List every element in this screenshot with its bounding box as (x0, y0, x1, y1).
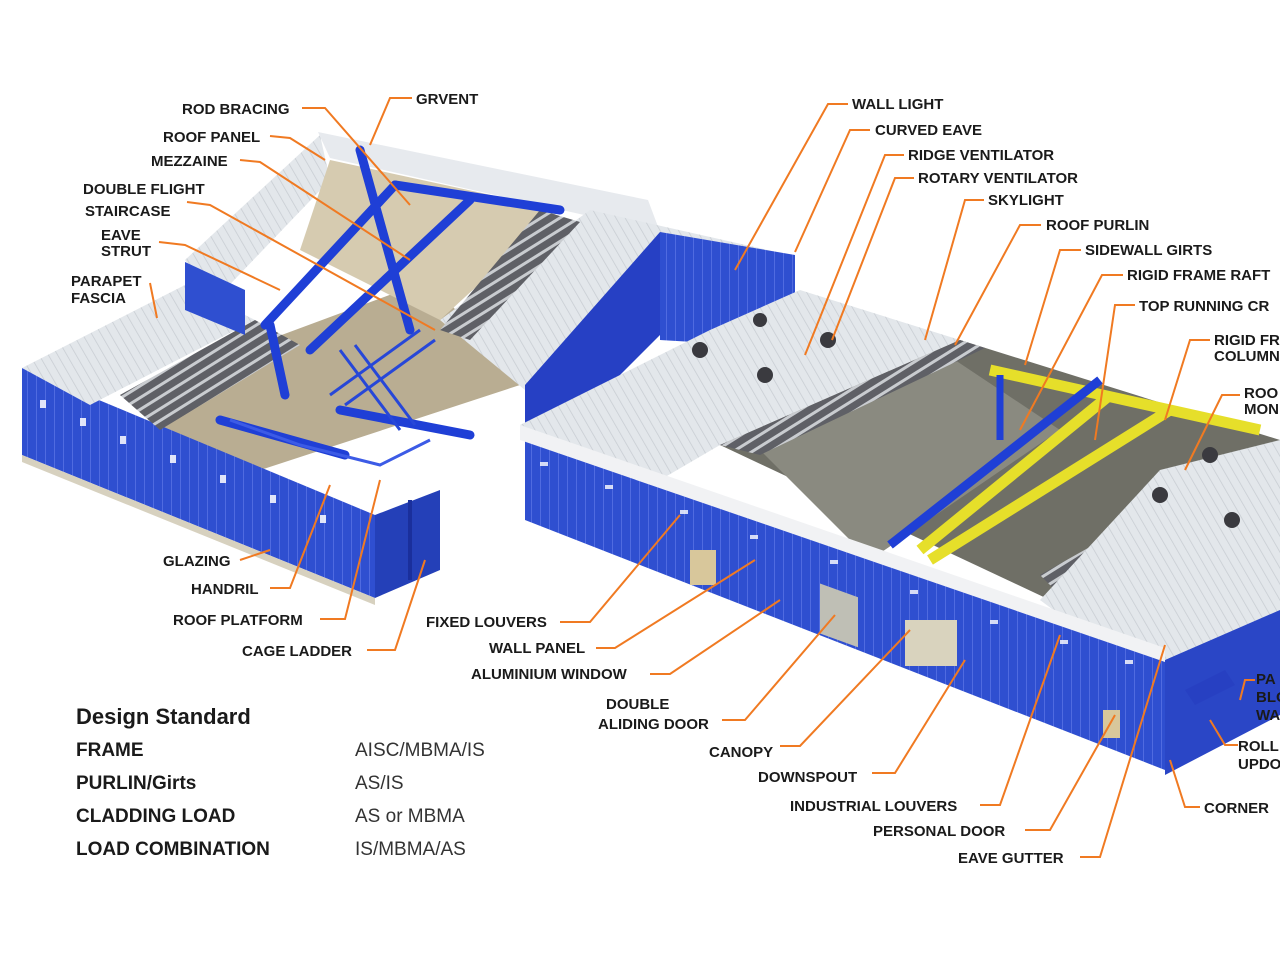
standard-value: AS/IS (355, 773, 404, 794)
right-purlins (720, 340, 985, 455)
label-wall-panel: WALL PANEL (489, 640, 585, 657)
label-roof-panel: ROOF PANEL (163, 129, 260, 146)
label-updo: UPDO (1238, 756, 1280, 773)
label-roof-platform: ROOF PLATFORM (173, 612, 303, 629)
ridge-vent (318, 132, 660, 232)
label-aluminium-window: ALUMINIUM WINDOW (471, 666, 628, 683)
staircase (329, 328, 436, 431)
label-skylight: SKYLIGHT (988, 192, 1064, 209)
label-rod-bracing: ROD BRACING (182, 101, 290, 118)
standard-row: PURLIN/Girts AS/IS (76, 773, 556, 806)
left-end-wall (375, 490, 440, 598)
canopy-door (905, 620, 957, 666)
label-mon: MON (1244, 401, 1279, 418)
label-downspout: DOWNSPOUT (758, 769, 857, 786)
left-high-wall (185, 262, 245, 335)
label-fascia: FASCIA (71, 290, 126, 307)
label-blo: BLO (1256, 689, 1280, 706)
callout-labels: ROD BRACING GRVENT ROOF PANEL MEZZAINE D… (71, 91, 1280, 867)
rigid-frame-rafter (887, 376, 1103, 549)
label-eave-gutter: EAVE GUTTER (958, 850, 1064, 867)
design-standard-title: Design Standard (76, 704, 251, 729)
label-industrial-louvers: INDUSTRIAL LOUVERS (790, 798, 957, 815)
right-roof (520, 290, 960, 480)
label-roof-purlin: ROOF PURLIN (1046, 217, 1149, 234)
standard-key: FRAME (76, 740, 144, 761)
label-handril: HANDRIL (191, 581, 259, 598)
standard-row: FRAME AISC/MBMA/IS (76, 740, 556, 773)
standard-value: AS or MBMA (355, 806, 465, 827)
standard-value: AISC/MBMA/IS (355, 740, 485, 761)
label-aliding-door: ALIDING DOOR (598, 716, 709, 733)
label-personal-door: PERSONAL DOOR (873, 823, 1005, 840)
design-standard-table: Design Standard FRAME AISC/MBMA/IS PURLI… (76, 704, 556, 872)
right-end-wall (1165, 610, 1280, 775)
label-corner: CORNER (1204, 800, 1269, 817)
left-purlins (120, 320, 300, 430)
standard-row: CLADDING LOAD AS or MBMA (76, 806, 556, 839)
label-cage-ladder: CAGE LADDER (242, 643, 352, 660)
label-parapet: PARAPET (71, 273, 142, 290)
wall-louvers (540, 462, 1133, 664)
standard-key: LOAD COMBINATION (76, 839, 270, 860)
label-top-running-cr: TOP RUNNING CR (1139, 298, 1269, 315)
label-grvent: GRVENT (416, 91, 478, 108)
sliding-door (820, 583, 858, 648)
label-sidewall-girts: SIDEWALL GIRTS (1085, 242, 1212, 259)
left-building (22, 132, 795, 605)
standard-key: CLADDING LOAD (76, 806, 236, 827)
label-eave: EAVE (101, 227, 141, 244)
label-double: DOUBLE (606, 696, 669, 713)
leader-lines (149, 97, 1255, 858)
standard-value: IS/MBMA/AS (355, 839, 466, 860)
label-rigid-frame-raft: RIGID FRAME RAFT (1127, 267, 1270, 284)
label-roll: ROLL (1238, 738, 1279, 755)
left-front-wall (22, 368, 375, 598)
label-wa: WA (1256, 707, 1280, 724)
standard-row: LOAD COMBINATION IS/MBMA/AS (76, 839, 556, 872)
personal-door (1103, 710, 1120, 738)
label-staircase: STAIRCASE (85, 203, 171, 220)
label-curved-eave: CURVED EAVE (875, 122, 982, 139)
label-wall-light: WALL LIGHT (852, 96, 943, 113)
overhead-crane (916, 364, 1262, 565)
label-strut: STRUT (101, 243, 151, 260)
label-pa: PA (1256, 671, 1276, 688)
rotary-ventilators (692, 313, 1240, 528)
label-fixed-louvers: FIXED LOUVERS (426, 614, 547, 631)
label-mezzaine: MEZZAINE (151, 153, 228, 170)
label-glazing: GLAZING (163, 553, 231, 570)
small-door (690, 550, 716, 585)
right-building (520, 290, 1280, 775)
label-rigid-fr: RIGID FR (1214, 332, 1280, 349)
label-double-flight: DOUBLE FLIGHT (83, 181, 205, 198)
parapet-roof (22, 285, 255, 405)
roll-up-door (1185, 670, 1235, 705)
handrail (229, 418, 431, 467)
label-column: COLUMN (1214, 348, 1280, 365)
standard-key: PURLIN/Girts (76, 773, 197, 794)
label-rotary-ventilator: ROTARY VENTILATOR (918, 170, 1078, 187)
left-windows (40, 400, 326, 523)
label-ridge-ventilator: RIDGE VENTILATOR (908, 147, 1054, 164)
label-canopy: CANOPY (709, 744, 773, 761)
label-roo: ROO (1244, 385, 1279, 402)
left-gable-roof (185, 135, 330, 300)
